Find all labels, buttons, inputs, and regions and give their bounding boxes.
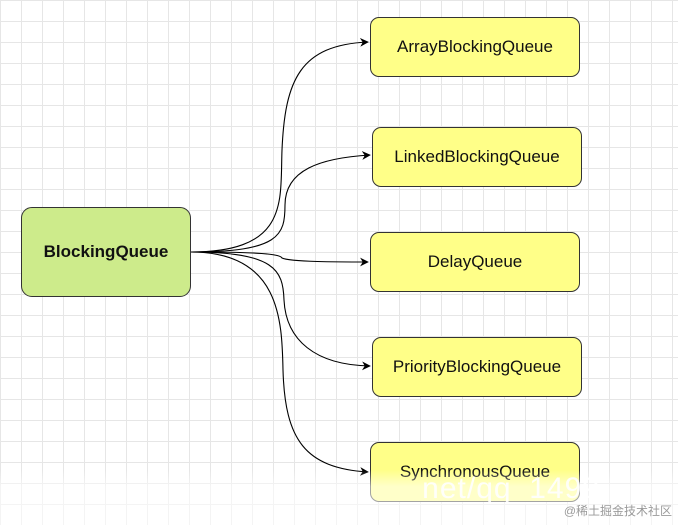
node-priority-blocking-queue: PriorityBlockingQueue	[372, 337, 582, 397]
edge-priority-blocking-queue	[190, 251, 371, 371]
watermark-url: net/qq_1499	[422, 472, 600, 505]
watermark-credit: @稀土掘金技术社区	[563, 504, 672, 518]
edge-linked-blocking-queue	[190, 151, 371, 253]
node-linked-blocking-queue: LinkedBlockingQueue	[372, 127, 582, 187]
edge-delay-queue	[190, 251, 369, 267]
edge-synchronous-queue	[190, 251, 369, 476]
node-blocking-queue: BlockingQueue	[21, 207, 191, 297]
node-delay-queue: DelayQueue	[370, 232, 580, 292]
node-array-blocking-queue: ArrayBlockingQueue	[370, 17, 580, 77]
edge-array-blocking-queue	[190, 37, 369, 253]
